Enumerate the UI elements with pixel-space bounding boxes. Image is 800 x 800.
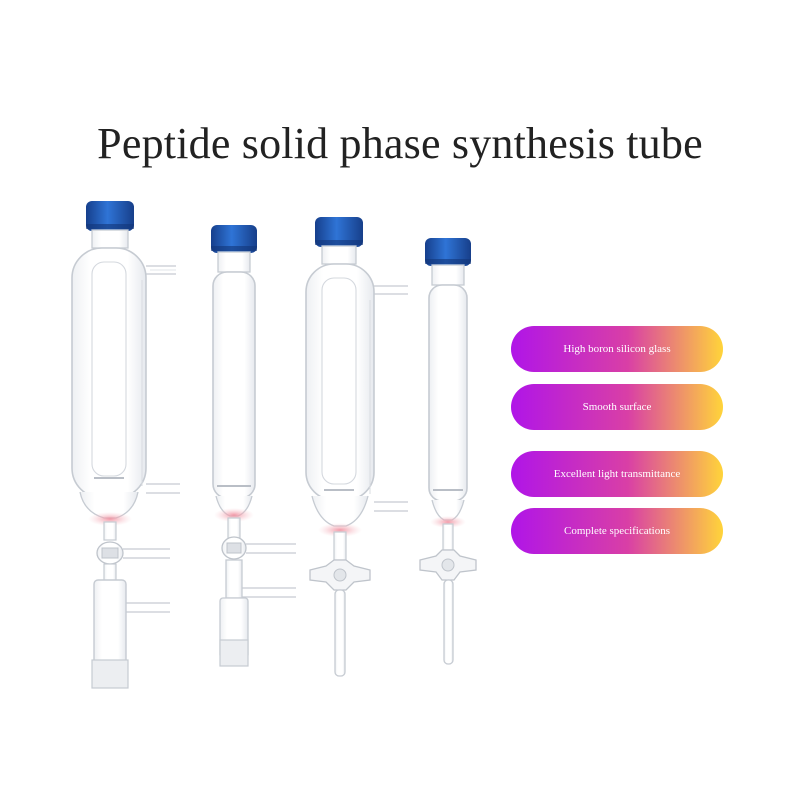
page-title: Peptide solid phase synthesis tube: [97, 119, 703, 168]
feature-pill-smooth-surface: Smooth surface: [511, 384, 723, 430]
tube-3: [305, 217, 408, 677]
tube-4-cap: [425, 238, 471, 266]
tube-4: [419, 238, 477, 665]
feature-label: High boron silicon glass: [563, 343, 671, 355]
feature-pill-complete-specifications: Complete specifications: [511, 508, 723, 554]
feature-pill-high-boron: High boron silicon glass: [511, 326, 723, 372]
feature-label: Smooth surface: [582, 401, 652, 413]
feature-label: Complete specifications: [564, 525, 670, 537]
tube-1: [71, 201, 180, 689]
tube-2-cap: [211, 225, 257, 253]
feature-label: Excellent light transmittance: [553, 468, 681, 480]
feature-pill-light-transmittance: Excellent light transmittance: [511, 451, 723, 497]
tube-2: [211, 225, 296, 667]
tube-3-cap: [315, 217, 363, 247]
tube-1-cap: [86, 201, 134, 231]
